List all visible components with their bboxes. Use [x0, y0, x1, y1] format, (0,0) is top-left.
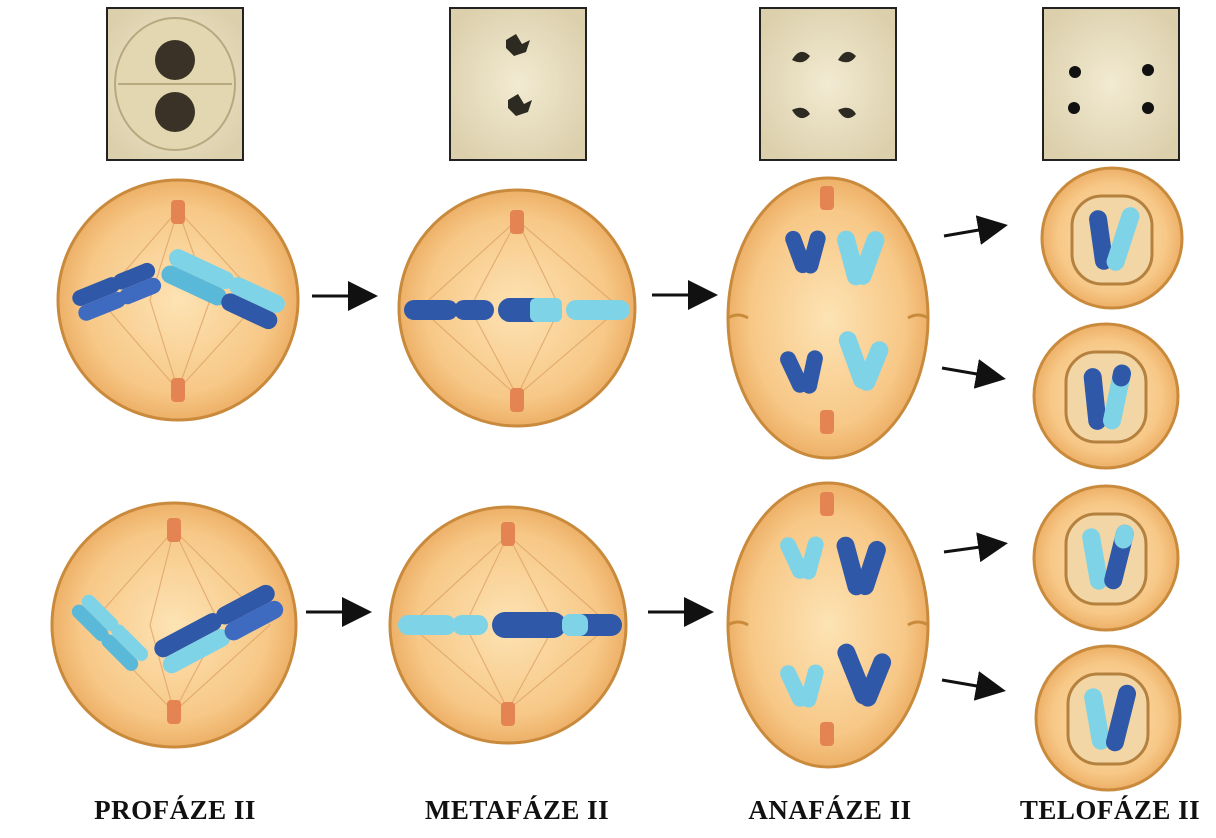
- chromosome-dark: [404, 300, 458, 320]
- centriole-icon: [820, 722, 834, 746]
- centriole-icon: [510, 388, 524, 412]
- centriole-icon: [510, 210, 524, 234]
- centriole-icon: [167, 700, 181, 724]
- phase-label-prophase: PROFÁZE II: [94, 795, 256, 826]
- centriole-icon: [171, 378, 185, 402]
- phase-label-telophase: TELOFÁZE II: [1020, 795, 1200, 826]
- centriole-icon: [171, 200, 185, 224]
- centriole-icon: [501, 702, 515, 726]
- micrograph-telophase: [1043, 8, 1179, 160]
- chromosome-light: [566, 300, 630, 320]
- centriole-icon: [820, 492, 834, 516]
- prophase-cell-bottom: [52, 503, 296, 747]
- chromosome-light: [562, 614, 588, 636]
- telophase-cell-2: [1034, 324, 1178, 468]
- phase-label-metaphase: METAFÁZE II: [425, 795, 609, 826]
- centriole-icon: [501, 522, 515, 546]
- centriole-icon: [167, 518, 181, 542]
- metaphase-cell-top: [399, 190, 635, 426]
- prophase-cell-top: [58, 180, 298, 420]
- chromosome-dark: [454, 300, 494, 320]
- anaphase-cell-bottom: [728, 483, 928, 767]
- telophase-cell-4: [1036, 646, 1180, 790]
- micrograph-anaphase: [760, 8, 896, 160]
- chromosome-dark: [492, 612, 566, 638]
- telophase-cell-1: [1042, 168, 1182, 308]
- micrograph-prophase: [107, 8, 243, 160]
- centriole-icon: [820, 410, 834, 434]
- chromosome-light: [398, 615, 456, 635]
- chromosome-light: [452, 615, 488, 635]
- phase-label-anaphase: ANAFÁZE II: [748, 795, 911, 826]
- centriole-icon: [820, 186, 834, 210]
- micrograph-metaphase: [450, 8, 586, 160]
- metaphase-cell-bottom: [390, 507, 626, 743]
- telophase-cell-3: [1034, 486, 1178, 630]
- anaphase-cell-top: [728, 178, 928, 458]
- chromosome-light: [530, 298, 562, 322]
